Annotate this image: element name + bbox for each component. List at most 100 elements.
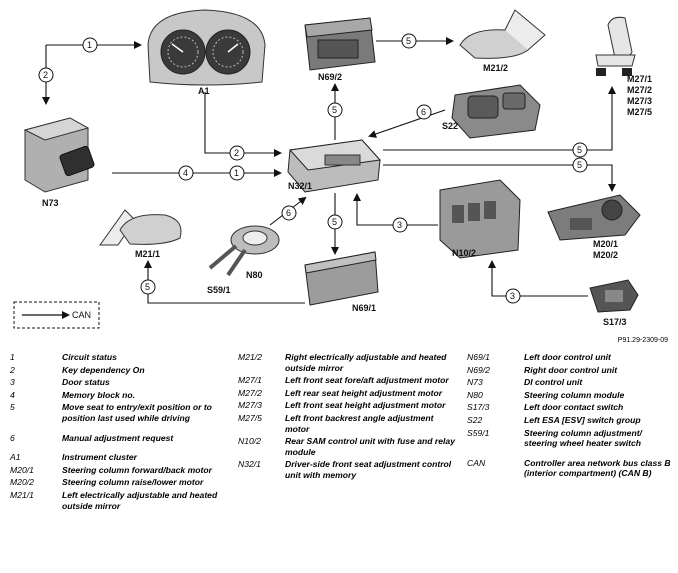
legend-entry: M27/1 Left front seat fore/aft adjustment… (238, 375, 460, 386)
legend-key: M20/2 (10, 477, 34, 488)
svg-text:5: 5 (332, 217, 337, 227)
signal-marker-2a: 2 (38, 67, 54, 83)
signal-marker-5f: 5 (140, 279, 156, 295)
label-M27-5: M27/5 (627, 107, 652, 117)
legend-key: S59/1 (467, 427, 490, 438)
legend-column-2: M21/2 Right electrically adjustable and h… (238, 352, 460, 483)
svg-text:5: 5 (577, 160, 582, 170)
legend-entry: M20/2 Steering column raise/lower motor (10, 477, 235, 488)
legend-key: M27/1 (238, 375, 262, 386)
legend-key: S22 (467, 414, 483, 425)
legend-key: 5 (10, 402, 15, 413)
svg-text:2: 2 (43, 70, 48, 80)
left-door-control-unit-N69-1 (304, 251, 379, 306)
legend-text: Steering column forward/back motor (62, 464, 212, 475)
svg-text:1: 1 (87, 40, 92, 50)
label-M27-2: M27/2 (627, 85, 652, 95)
legend-key: 2 (10, 364, 15, 375)
legend-entry: N10/2 Rear SAM control unit with fuse and… (238, 436, 460, 457)
legend-text: Right electrically adjustable and heated… (285, 352, 447, 373)
legend-key: M27/5 (238, 412, 262, 423)
svg-text:3: 3 (397, 220, 402, 230)
di-control-unit-N73 (23, 117, 95, 193)
legend-entry: M27/3 Left front seat height adjustment m… (238, 400, 460, 411)
label-N69-1: N69/1 (352, 303, 376, 313)
legend-entry: 5 Move seat to entry/exit position or to … (10, 402, 235, 423)
legend-key: S17/3 (467, 402, 490, 413)
legend-key: N80 (467, 389, 483, 400)
legend-entry: N80 Steering column module (467, 390, 672, 401)
legend-text: Left front seat fore/aft adjustment moto… (285, 375, 449, 386)
right-mirror-M21-2 (459, 9, 546, 59)
svg-text:5: 5 (332, 105, 337, 115)
legend-text: Rear SAM control unit with fuse and rela… (285, 436, 455, 457)
legend-key: M21/2 (238, 352, 262, 362)
legend-text: Left door contact switch (524, 402, 624, 413)
legend-text: Circuit status (62, 352, 117, 362)
legend-text: Door status (62, 377, 110, 388)
label-M27-3: M27/3 (627, 96, 652, 106)
legend-text: Left door control unit (524, 352, 611, 362)
legend-key: M21/1 (10, 489, 34, 500)
door-contact-switch-S17-3 (589, 279, 639, 313)
legend-text: Steering column raise/lower motor (62, 477, 204, 488)
legend-key: 4 (10, 389, 15, 400)
can-legend-box: CAN (13, 301, 100, 329)
svg-text:4: 4 (183, 168, 188, 178)
rear-sam-N10-2 (439, 179, 521, 259)
right-door-control-unit-N69-2 (304, 17, 376, 71)
legend-text: Key dependency On (62, 364, 145, 375)
label-M27-1: M27/1 (627, 74, 652, 84)
legend-key: N10/2 (238, 436, 261, 447)
legend-entry: 4 Memory block no. (10, 390, 235, 401)
legend-text: Memory block no. (62, 389, 136, 400)
esa-switch-group-S22 (451, 84, 541, 139)
left-mirror-M21-1 (99, 209, 182, 246)
label-A1: A1 (198, 86, 210, 96)
svg-text:5: 5 (577, 145, 582, 155)
svg-text:1: 1 (234, 168, 239, 178)
signal-marker-5b: 5 (327, 102, 343, 118)
legend-key: N32/1 (238, 459, 261, 470)
legend-text: Right door control unit (524, 364, 618, 375)
svg-text:5: 5 (145, 282, 150, 292)
seat-control-unit-N32-1 (287, 139, 382, 193)
legend-entry: 2 Key dependency On (10, 365, 235, 376)
svg-text:6: 6 (286, 208, 291, 218)
legend-key: A1 (10, 452, 21, 463)
legend-text: Left rear seat height adjustment motor (285, 387, 443, 398)
signal-marker-4: 4 (178, 165, 194, 181)
legend-key: M27/2 (238, 387, 262, 398)
legend-entry: M21/2 Right electrically adjustable and h… (238, 352, 460, 373)
label-N80: N80 (246, 270, 263, 280)
legend-text: DI control unit (524, 377, 583, 388)
legend-entry: S22 Left ESA [ESV] switch group (467, 415, 672, 426)
label-N10-2: N10/2 (452, 248, 476, 258)
legend-key: N69/2 (467, 364, 490, 375)
legend-text: Controller area network bus class B (int… (524, 457, 671, 479)
signal-marker-2b: 2 (229, 145, 245, 161)
label-M21-1: M21/1 (135, 249, 160, 259)
can-label: CAN (72, 310, 91, 320)
label-M20-2: M20/2 (593, 250, 618, 260)
legend-text: Left electrically adjustable and heated … (62, 489, 218, 511)
legend-text: Move seat to entry/exit position or to p… (62, 402, 212, 423)
label-S59-1: S59/1 (207, 285, 231, 295)
figure-id: P91.29-2309-09 (617, 337, 668, 344)
legend-entry: M27/2 Left rear seat height adjustment mo… (238, 388, 460, 399)
can-bus-diagram: A1 N73 N69/2 M21/2 M27/1 M27/2 M27/3 M27… (13, 9, 652, 329)
legend-key: M27/3 (238, 400, 262, 411)
legend-text: Left front seat height adjustment motor (285, 400, 446, 411)
signal-marker-6b: 6 (281, 205, 297, 221)
legend-text: Left ESA [ESV] switch group (524, 414, 641, 425)
legend-text: Steering column module (524, 389, 625, 400)
label-N69-2: N69/2 (318, 72, 342, 82)
